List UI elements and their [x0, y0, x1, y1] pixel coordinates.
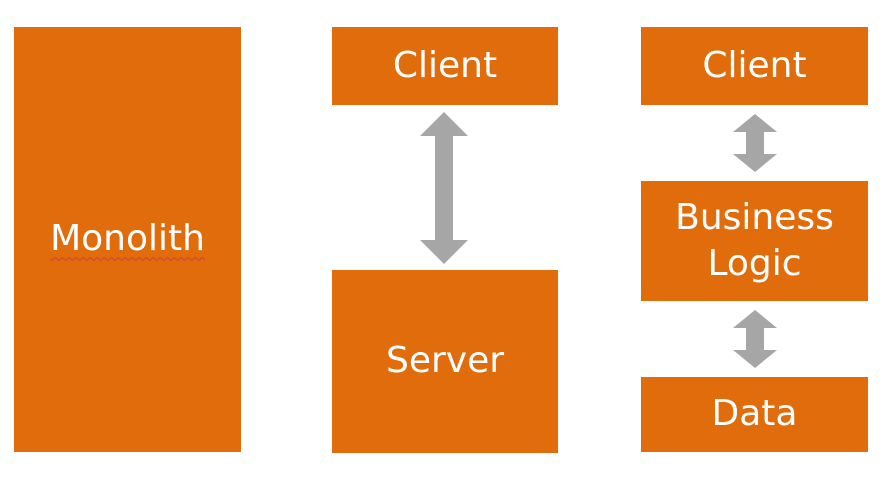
monolith-box: Monolith	[14, 27, 241, 452]
client-label-three-tier: Client	[702, 44, 807, 86]
client-label-two-tier: Client	[392, 44, 498, 86]
double-arrow-client-server	[420, 112, 468, 264]
data-box: Data	[641, 377, 868, 452]
client-box-two-tier: Client	[332, 27, 558, 105]
business-logic-label-line-1: Business	[675, 196, 834, 238]
double-arrow-business-data	[733, 310, 777, 368]
data-label: Data	[711, 393, 798, 435]
monolith-label: Monolith	[50, 218, 205, 260]
double-arrow-client-business	[733, 114, 777, 172]
business-logic-box: Business Logic	[641, 181, 868, 301]
server-box: Server	[332, 270, 558, 453]
client-box-three-tier: Client	[641, 27, 868, 105]
business-logic-label-line-2: Logic	[707, 243, 802, 284]
server-label: Server	[385, 340, 505, 382]
